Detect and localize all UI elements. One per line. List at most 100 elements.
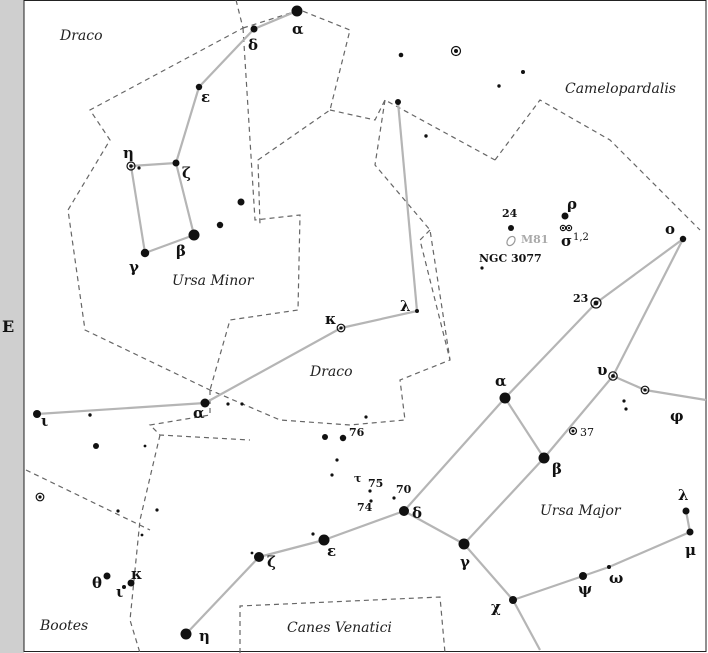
label-dra-iota: ι — [41, 412, 48, 430]
star-faint — [116, 509, 120, 513]
figure-line — [129, 165, 147, 254]
figure-line — [612, 374, 646, 392]
label-23: 23 — [573, 292, 588, 305]
star-faint — [322, 434, 328, 440]
star-labels: α δ ε ζ η β γ κ λ α ι ο ρ σ υ φ α β γ δ … — [41, 20, 696, 645]
star-faint — [395, 99, 401, 105]
label-uma-sigma: σ — [561, 232, 572, 250]
star-iota-dra — [33, 410, 41, 418]
star-faint — [330, 473, 334, 477]
ring-23-uma — [590, 297, 602, 309]
star-faint — [143, 444, 147, 448]
left-margin — [0, 0, 24, 653]
ring-upsilon-uma — [608, 371, 618, 381]
figure-line — [323, 509, 405, 542]
label-boo-kappa: κ — [131, 565, 142, 583]
label-m81: M81 — [521, 233, 548, 246]
label-37: 37 — [580, 426, 594, 439]
figure-line — [463, 457, 545, 545]
east-direction-label: E — [2, 317, 14, 336]
figure-line — [504, 302, 597, 399]
figure-line — [543, 375, 614, 459]
label-70: 70 — [396, 483, 412, 496]
star-24 — [508, 225, 514, 231]
star-70 — [392, 496, 396, 500]
boundary-line — [209, 99, 451, 426]
figure-line — [340, 309, 418, 330]
star-alpha-dra — [200, 398, 210, 408]
label-uma-eta: η — [199, 627, 210, 645]
star-faint — [521, 70, 525, 74]
constellation-label-ursa-minor: Ursa Minor — [172, 273, 255, 289]
label-dra-kappa: κ — [325, 310, 336, 328]
star-epsilon-umi — [195, 83, 203, 91]
label-uma-omega: ω — [609, 569, 623, 587]
label-umi-alpha: α — [292, 20, 304, 38]
constellation-labels: Draco Camelopardalis Ursa Minor Draco Ur… — [39, 28, 676, 636]
core — [454, 49, 458, 53]
figure-line — [403, 510, 465, 545]
map-area — [24, 0, 708, 653]
star-faint — [137, 166, 141, 170]
star-kappa-boo — [127, 579, 135, 587]
label-uma-alpha: α — [495, 372, 507, 390]
label-uma-delta: δ — [412, 504, 422, 522]
star-faint — [88, 413, 92, 417]
figure-line — [204, 327, 342, 404]
star-faint — [335, 458, 339, 462]
core — [571, 429, 575, 433]
star-lambda-uma — [682, 507, 690, 515]
figure-line — [504, 397, 545, 459]
figure-line — [595, 238, 684, 304]
star-psi-uma — [579, 572, 587, 580]
star-faint — [226, 402, 230, 406]
boundary-line — [25, 469, 151, 531]
galaxy-m81 — [506, 235, 516, 247]
star-zeta-umi — [172, 159, 180, 167]
ring-eta-umi — [126, 161, 136, 171]
figure-line — [198, 28, 255, 88]
label-74: 74 — [357, 501, 373, 514]
label-umi-zeta: ζ — [182, 164, 191, 182]
constellation-label-draco-top: Draco — [59, 28, 103, 44]
label-uma-omicron: ο — [665, 220, 675, 238]
star-iota-boo — [122, 585, 126, 589]
figure-line — [582, 565, 610, 578]
figure-line — [396, 101, 419, 312]
star-ngc3077 — [480, 266, 484, 270]
label-dra-alpha: α — [193, 404, 205, 422]
label-uma-phi: φ — [670, 407, 684, 425]
number-labels: 24 23 37 76 75 74 70 τ 1,2 — [349, 207, 594, 514]
label-umi-gamma: γ — [129, 258, 139, 276]
figure-line — [253, 9, 298, 31]
star-omega-uma — [607, 565, 611, 569]
boundary-line — [129, 434, 161, 653]
star-rho-uma — [561, 212, 569, 220]
star-mu-uma — [686, 528, 694, 536]
figure-line — [512, 599, 541, 651]
star-faint — [93, 443, 99, 449]
core — [561, 226, 565, 230]
core — [567, 226, 571, 230]
core — [38, 495, 42, 499]
core — [129, 164, 133, 168]
label-ngc3077: NGC 3077 — [479, 252, 542, 265]
label-uma-psi: ψ — [578, 580, 592, 598]
star-eta-uma — [180, 628, 192, 640]
ringed-stars — [35, 45, 650, 502]
star-faint — [237, 198, 245, 206]
star-faint — [624, 407, 628, 411]
label-uma-mu: μ — [685, 541, 696, 559]
constellation-label-bootes: Bootes — [39, 618, 88, 634]
core — [593, 300, 599, 306]
star-lambda-dra — [415, 309, 419, 313]
star-delta-uma — [399, 506, 409, 516]
star-zeta-uma — [254, 552, 264, 562]
label-uma-zeta: ζ — [267, 553, 276, 571]
ring-kappa-dra — [336, 323, 346, 333]
label-uma-gamma: γ — [460, 553, 470, 571]
label-75: 75 — [368, 477, 383, 490]
figure-line — [144, 233, 195, 255]
label-umi-delta: δ — [248, 36, 258, 54]
